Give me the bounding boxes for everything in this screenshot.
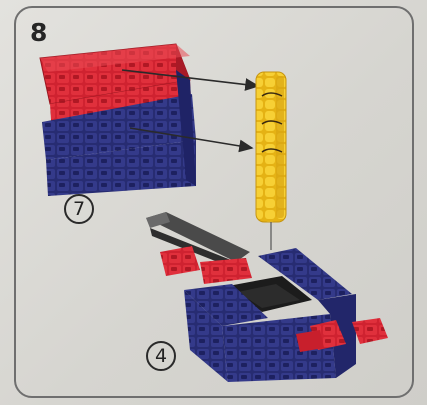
yellow-post xyxy=(256,72,286,250)
part-7-wall xyxy=(40,44,196,196)
part-4-base xyxy=(146,212,388,382)
step-number: 8 xyxy=(30,18,48,47)
callout-part-4: 4 xyxy=(146,341,176,371)
callout-part-7: 7 xyxy=(64,194,94,224)
